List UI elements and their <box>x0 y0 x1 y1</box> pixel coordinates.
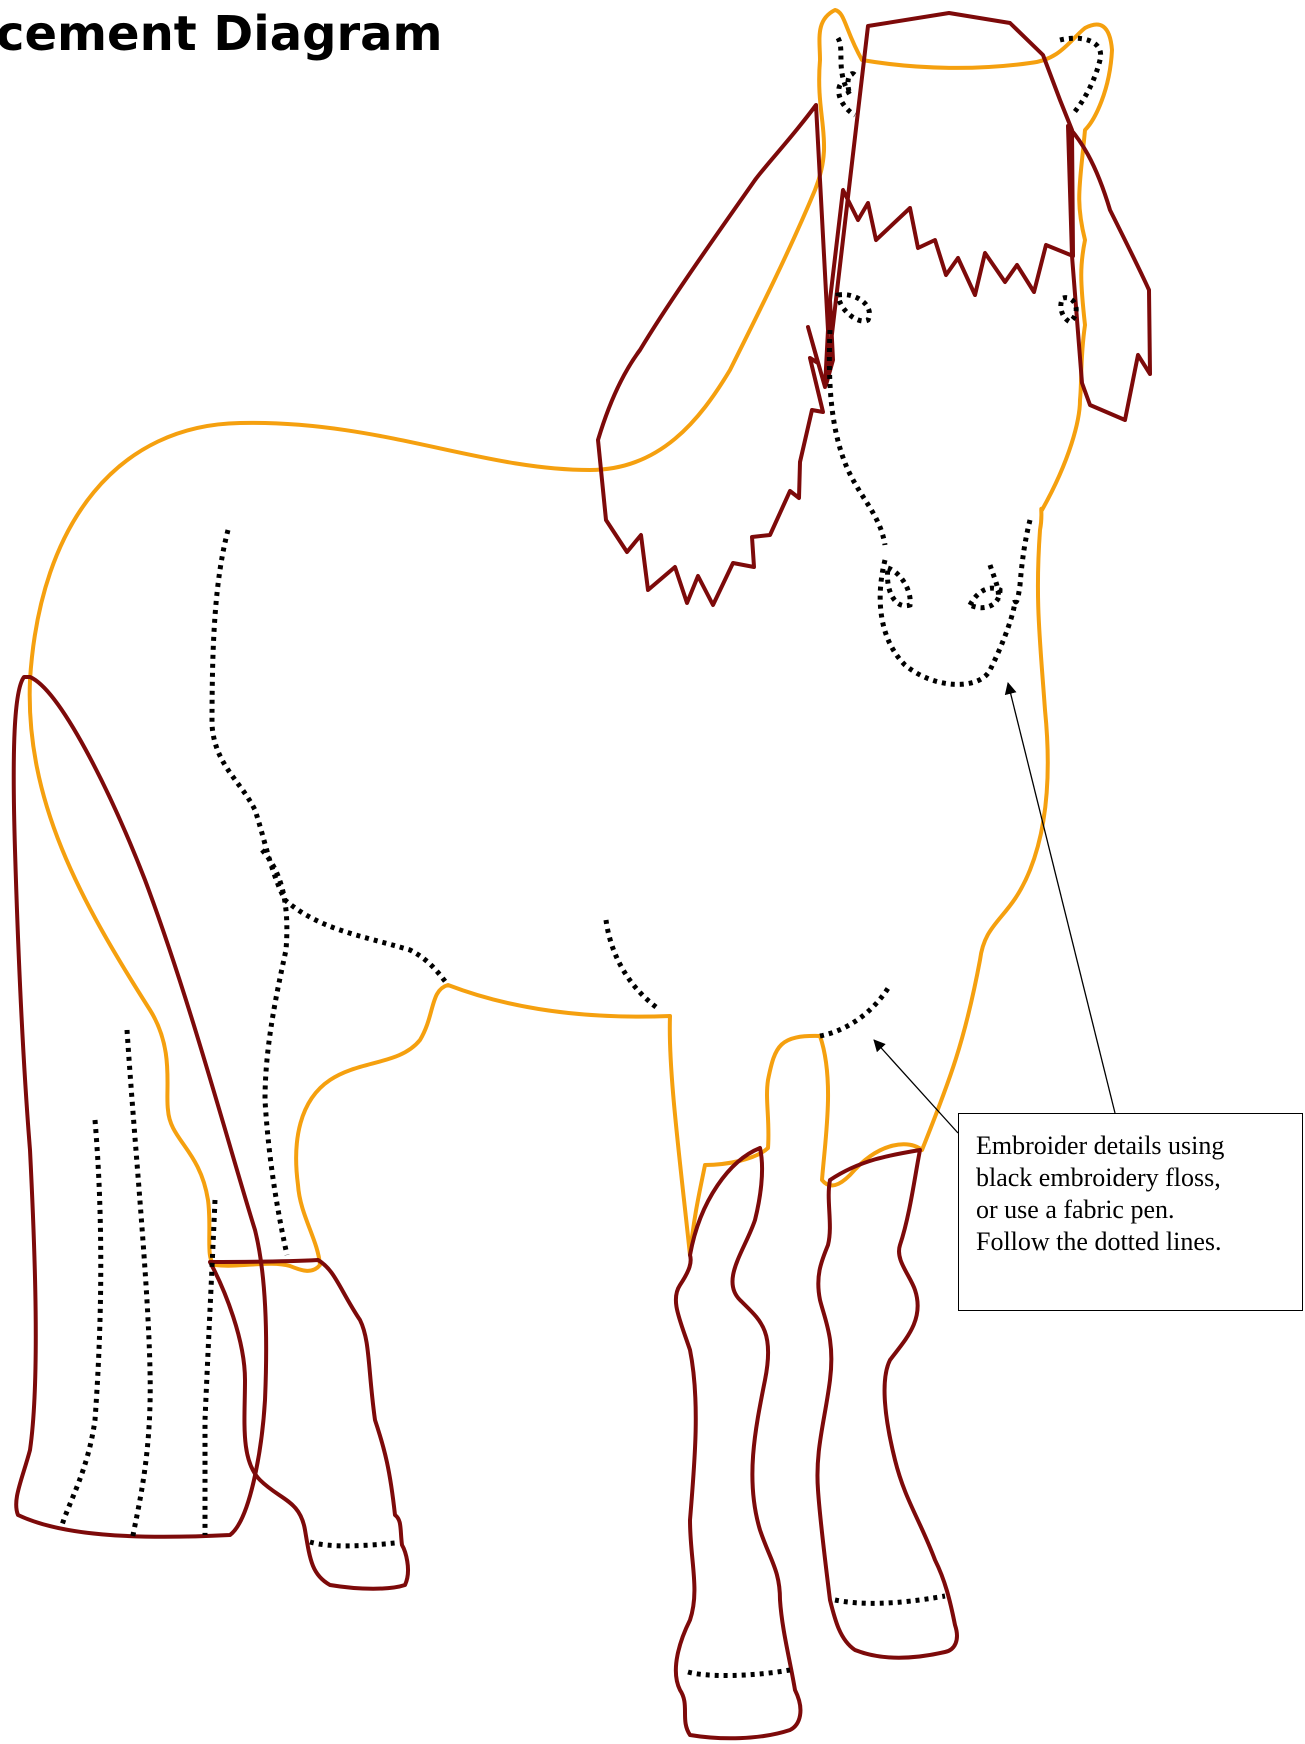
hip-line <box>262 850 287 1255</box>
right-nostril <box>970 588 1000 608</box>
face-line-left <box>829 330 885 545</box>
tail-strand-1 <box>62 1120 101 1525</box>
tail <box>14 677 266 1537</box>
right-ear-detail <box>1060 38 1101 115</box>
callout-arrows <box>874 683 1115 1133</box>
embroidery-note-box: Embroider details using black embroidery… <box>958 1113 1303 1311</box>
note-line-4: Follow the dotted lines. <box>976 1226 1292 1258</box>
note-line-3: or use a fabric pen. <box>976 1194 1292 1226</box>
mane-tail-legs-outline <box>14 13 1150 1738</box>
left-nostril <box>887 568 910 606</box>
front-right-hoof-line <box>835 1596 945 1603</box>
elbow-line <box>606 920 660 1010</box>
horse-body-outline <box>30 10 1112 1271</box>
arrow-to-muzzle <box>1008 683 1115 1113</box>
neck-mane <box>598 105 828 605</box>
front-left-leg <box>676 1148 801 1738</box>
back-left-leg <box>210 1260 408 1589</box>
front-right-leg <box>817 1150 957 1658</box>
note-line-2: black embroidery floss, <box>976 1162 1292 1194</box>
muzzle-line <box>880 560 1015 684</box>
back-hoof-line <box>310 1542 395 1546</box>
right-eye <box>1061 298 1076 322</box>
shoulder-line <box>212 530 448 985</box>
left-eye <box>838 295 869 322</box>
tail-strand-2 <box>127 1030 150 1540</box>
mouth-line <box>990 565 998 600</box>
right-face-line <box>1015 520 1030 602</box>
body-outline <box>30 10 1112 1271</box>
chest-line <box>820 985 890 1036</box>
embroidery-lines <box>62 38 1101 1676</box>
note-line-1: Embroider details using <box>976 1130 1292 1162</box>
front-left-hoof-line <box>688 1670 790 1676</box>
